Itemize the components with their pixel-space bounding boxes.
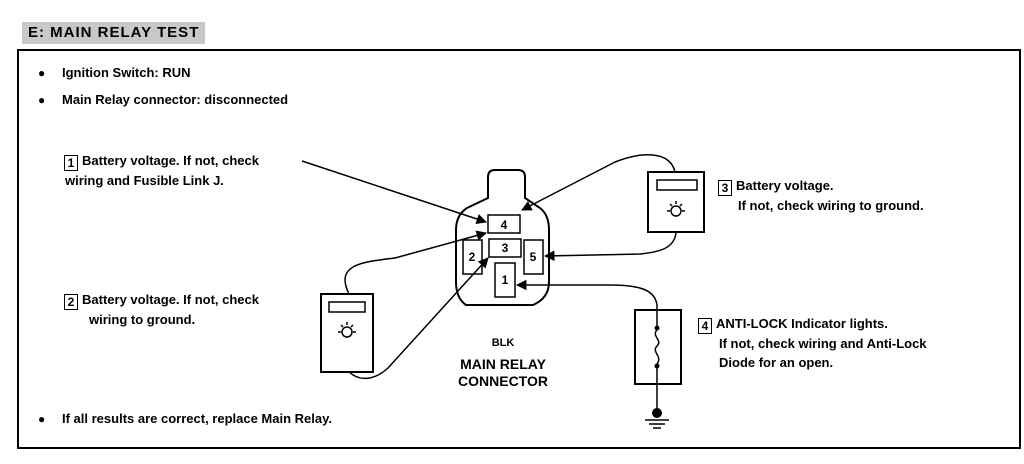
pin-1-box [494,262,516,298]
section-title: E: MAIN RELAY TEST [22,22,206,44]
connector-name-line1: MAIN RELAY [460,356,546,372]
pin-4-box [487,214,521,234]
voltmeter-right-icon [647,171,705,233]
pin-5-box [523,239,544,275]
pin-5-label: 5 [530,250,537,264]
indicator-lead [515,279,658,306]
condition-ignition: Ignition Switch: RUN [62,65,191,80]
left-tester-lead-bottom [348,257,489,380]
step-2-line2: wiring to ground. [89,312,196,327]
step-3-line2: If not, check wiring to ground. [738,198,924,213]
step-4-line3: Diode for an open. [719,355,834,370]
test-frame [17,49,1021,449]
step-2-line1: Battery voltage. If not, check [82,292,259,307]
step-1-arrow [301,160,487,225]
pin-1-label: 1 [502,273,509,287]
bullet-icon: ● [38,66,46,80]
pin-4-label: 4 [501,218,508,232]
pin-3-box [488,238,522,258]
pin-2-label: 2 [469,250,476,264]
indicator-lamp-icon [634,305,682,410]
condition-connector: Main Relay connector: disconnected [62,92,289,107]
voltmeter-left-icon [320,293,374,373]
step-4-line2: If not, check wiring and Anti-Lock [719,336,927,351]
connector-name-line2: CONNECTOR [458,373,548,389]
bullet-icon: ● [38,412,46,426]
pin-3-label: 3 [502,241,509,255]
right-tester-lead-bottom [543,231,677,262]
connector-color-code: BLK [492,337,515,349]
right-tester-lead-top [521,154,676,211]
bullet-icon: ● [38,93,46,107]
step-4-line1: ANTI-LOCK Indicator lights. [716,316,888,331]
step-1-line1: Battery voltage. If not, check [82,153,259,168]
step-3-line1: Battery voltage. [736,178,834,193]
footer-note: If all results are correct, replace Main… [62,411,332,426]
step-1-line2: wiring and Fusible Link J. [65,173,224,188]
left-tester-lead-top [344,230,488,295]
ground-icon [645,408,669,429]
